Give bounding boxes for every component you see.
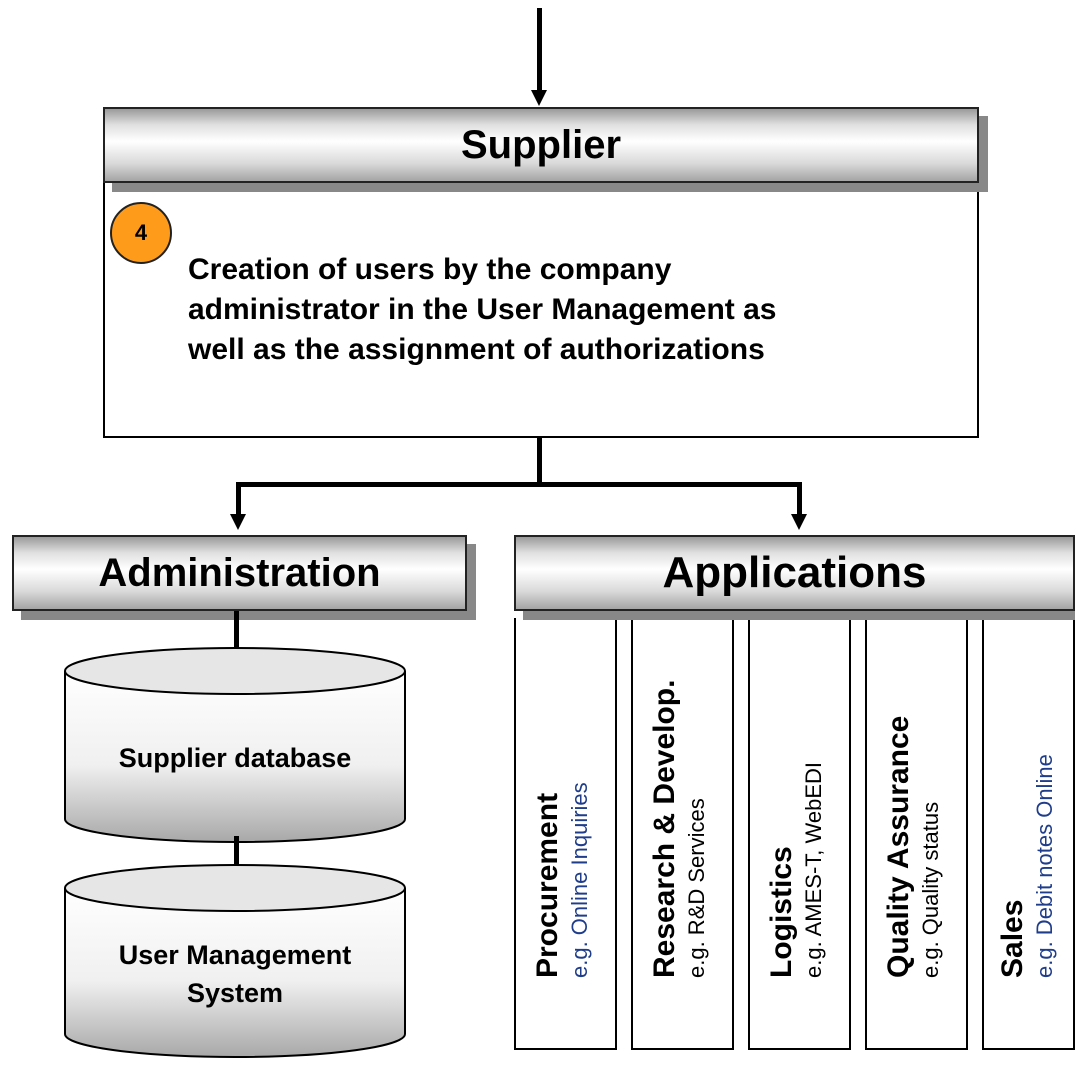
user-management-database: User Management System — [62, 862, 408, 1060]
administration-banner: Administration — [12, 535, 467, 611]
right-branch-arrowhead — [791, 514, 807, 530]
app-column-logistics: Logistics e.g. AMES-T, WebEDI — [748, 618, 851, 1050]
incoming-arrowhead — [531, 90, 547, 106]
database-label: System — [186, 978, 284, 1008]
database-label: User Management — [118, 940, 352, 970]
description-line: well as the assignment of authorizations — [188, 333, 765, 366]
app-example: e.g. Debit notes Online — [1031, 754, 1057, 978]
app-column-sales: Sales e.g. Debit notes Online — [982, 618, 1075, 1050]
app-column-quality: Quality Assurance e.g. Quality status — [865, 618, 968, 1050]
applications-banner: Applications — [514, 535, 1075, 611]
split-connector-vertical — [537, 438, 542, 486]
app-name: Logistics — [764, 846, 798, 978]
database-cylinder-icon — [64, 647, 406, 843]
app-name: Procurement — [530, 792, 564, 978]
admin-db-connector — [234, 611, 239, 665]
db-connector — [234, 836, 239, 882]
app-name: Quality Assurance — [881, 715, 915, 978]
database-label: Supplier database — [118, 743, 352, 773]
split-connector-horizontal — [236, 482, 802, 487]
applications-title: Applications — [662, 548, 927, 597]
description-line: administrator in the User Management as — [188, 293, 777, 326]
supplier-title: Supplier — [460, 122, 622, 167]
left-branch-connector — [236, 482, 241, 516]
description-line: Creation of users by the company — [188, 253, 672, 286]
step-badge: 4 — [110, 202, 172, 264]
supplier-description: Creation of users by the company adminis… — [188, 250, 777, 370]
administration-title: Administration — [98, 550, 381, 595]
right-branch-connector — [797, 482, 802, 516]
app-example: e.g. AMES-T, WebEDI — [800, 761, 826, 978]
left-branch-arrowhead — [230, 514, 246, 530]
step-number: 4 — [134, 220, 148, 245]
incoming-connector — [537, 8, 542, 94]
app-column-research: Research & Develop. e.g. R&D Services — [631, 618, 734, 1050]
supplier-banner: Supplier — [103, 107, 979, 183]
app-name: Research & Develop. — [647, 679, 681, 978]
app-example: e.g. Quality status — [917, 801, 943, 978]
app-example: e.g. R&D Services — [683, 798, 709, 978]
supplier-database: Supplier database — [62, 645, 408, 845]
app-column-procurement: Procurement e.g. Online Inquiries — [514, 618, 617, 1050]
app-example: e.g. Online Inquiries — [566, 782, 592, 978]
database-cylinder-icon — [64, 864, 406, 1058]
supplier-box — [103, 180, 979, 438]
app-name: Sales — [995, 899, 1029, 978]
